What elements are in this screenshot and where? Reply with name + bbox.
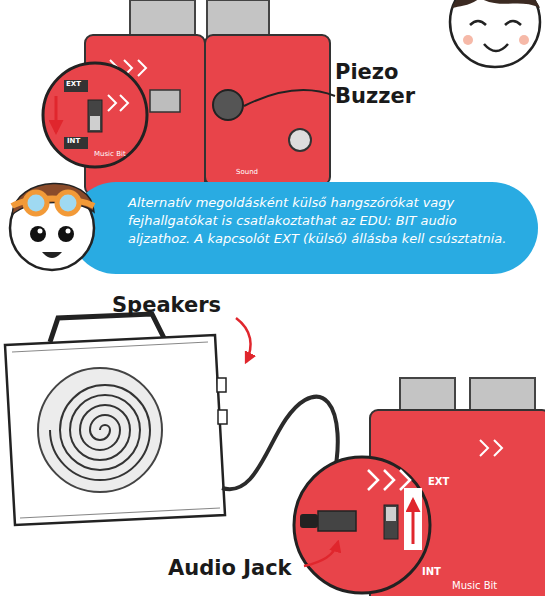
closed-eyes	[470, 21, 521, 25]
switch-knob	[90, 116, 100, 130]
smile	[484, 44, 508, 51]
bubble-text: Alternatív megoldásként külső hangszórók…	[128, 194, 512, 248]
top-board	[85, 0, 330, 195]
down-arrow	[55, 96, 58, 132]
magnifier-circle	[43, 63, 147, 167]
slide-switch	[384, 505, 398, 539]
part-name: Audio Jack	[168, 556, 318, 580]
eye	[30, 226, 46, 242]
eye-highlight	[38, 229, 43, 234]
ext-box	[64, 80, 88, 92]
audio-jack	[318, 511, 356, 531]
face	[450, 0, 540, 67]
girl-face	[450, 0, 540, 67]
sound-board	[205, 35, 330, 185]
microphone	[289, 129, 311, 151]
chip	[150, 90, 180, 112]
speaker-knob	[217, 378, 226, 392]
speech-bubble: Alternatív megoldásként külső hangszórók…	[70, 182, 538, 274]
part-name: Piezo Buzzer	[335, 60, 417, 108]
speaker-body	[5, 335, 225, 525]
part-name: Speakers	[112, 293, 242, 317]
cheek	[519, 35, 529, 45]
switch-knob	[386, 507, 396, 521]
int-box	[64, 137, 88, 149]
header-pins	[480, 440, 502, 456]
header-pins	[368, 470, 410, 490]
speaker-knob	[218, 410, 227, 424]
board-marking: EXT	[66, 80, 88, 88]
speaker-spiral	[50, 385, 150, 480]
switch-strip	[404, 488, 422, 550]
mouth	[42, 252, 62, 258]
board-marking: EXT	[428, 476, 468, 488]
board-marking: INT	[422, 566, 462, 578]
leader-line	[244, 90, 335, 106]
slide-switch	[88, 100, 102, 132]
board-marking: Music Bit	[94, 150, 144, 158]
pointer-arrow	[236, 318, 251, 362]
board-marking: Music Bit	[452, 580, 532, 592]
cheek	[463, 35, 473, 45]
hair	[452, 0, 540, 8]
pointer-arrow	[304, 542, 338, 566]
speaker-edge	[12, 342, 220, 518]
up-arrow	[412, 500, 415, 544]
speaker	[5, 314, 227, 525]
speaker-cone	[38, 368, 162, 492]
header-pins	[108, 95, 128, 111]
piezo-buzzer	[213, 90, 243, 120]
goggle-lens	[25, 192, 47, 214]
jack-plug	[300, 514, 318, 528]
magnifier-bottom	[294, 457, 430, 593]
board-marking: Sound	[236, 168, 276, 176]
magnifier-top	[43, 63, 147, 167]
magnifier-circle	[294, 457, 430, 593]
board-marking: INT	[67, 137, 89, 145]
